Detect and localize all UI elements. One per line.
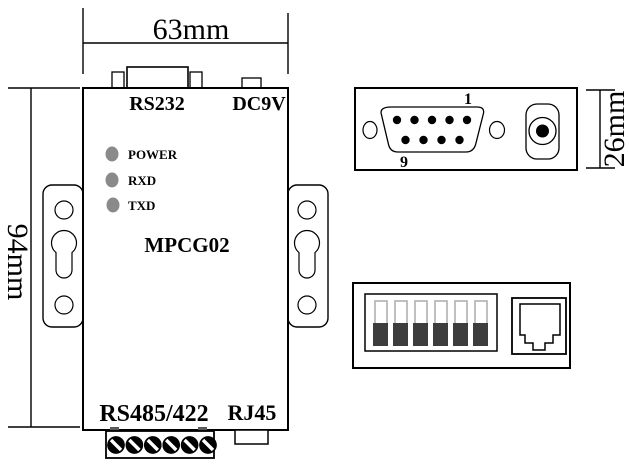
- dip-switch-handle: [453, 323, 468, 346]
- dip-switch-handle: [393, 323, 408, 346]
- db9-pin: [445, 115, 454, 125]
- panel-screw-hole: [362, 120, 378, 140]
- mounting-ear-left: [42, 184, 84, 328]
- db9-pin: [462, 115, 472, 125]
- db9-connector-topview: [111, 66, 203, 89]
- dimension-63mm: [82, 8, 289, 74]
- panel-db9-side-view: [354, 87, 578, 171]
- rs232-label: RS232: [129, 93, 185, 115]
- dip-switch-block: [364, 293, 498, 352]
- model-label: MPCG02: [144, 233, 229, 257]
- db9-pin: [455, 135, 464, 145]
- terminal-tab: [110, 427, 119, 433]
- dip-switch: [453, 300, 468, 346]
- power-jack: [525, 103, 560, 160]
- dimension-94mm: [8, 87, 80, 428]
- rj45-label: RJ45: [228, 400, 277, 425]
- panel-screw-hole: [488, 120, 506, 140]
- led-txd: [106, 197, 120, 213]
- rs485-label: RS485/422: [99, 401, 208, 427]
- db9-pin: [419, 135, 428, 145]
- db9-pin: [410, 115, 419, 125]
- led-power-label: POWER: [128, 147, 178, 162]
- db9-pins: [392, 115, 472, 145]
- keyhole-slot-icon: [293, 229, 321, 279]
- terminal-tab: [198, 427, 207, 433]
- led-rxd-label: RXD: [128, 173, 156, 188]
- dip-switch-handle: [373, 323, 388, 346]
- terminal-block: [105, 427, 217, 459]
- led-txd-label: TXD: [128, 198, 155, 213]
- dim-width-label: 63mm: [153, 13, 230, 46]
- rj45-opening-icon: [519, 303, 561, 351]
- status-leds: [105, 146, 120, 213]
- device-body: [82, 87, 289, 431]
- terminal-screws: [107, 436, 217, 454]
- dc9v-label: DC9V: [232, 93, 286, 115]
- db9-pin9-label: 9: [400, 154, 408, 171]
- keyhole-slot-icon: [50, 229, 78, 279]
- dip-switch-handle: [433, 323, 448, 346]
- dip-switch-handle: [413, 323, 428, 346]
- led-rxd: [105, 172, 119, 188]
- dim-height-label: 94mm: [1, 224, 34, 301]
- dim-depth-label: 26mm: [598, 91, 629, 168]
- dip-switch-handle: [473, 323, 488, 346]
- ear-hole-icon: [297, 200, 317, 220]
- dimension-26mm: [586, 89, 615, 169]
- screw-icon: [199, 436, 217, 454]
- panel-dip-rj45-side-view: [352, 282, 571, 369]
- dip-switch: [473, 300, 488, 346]
- screw-icon: [125, 436, 144, 454]
- screw-icon: [144, 436, 162, 454]
- dip-switch: [373, 300, 388, 346]
- ear-hole-icon: [54, 200, 74, 220]
- rj45-topview: [234, 429, 269, 445]
- screw-icon: [107, 436, 125, 454]
- db9-pin: [401, 135, 410, 145]
- dc-jack-topview: [241, 77, 262, 89]
- db9-pin1-label: 1: [464, 91, 472, 108]
- device-top-view: [42, 66, 329, 459]
- db9-pin: [392, 115, 402, 125]
- led-power: [105, 146, 119, 162]
- screw-icon: [162, 436, 180, 454]
- db9-pin: [427, 115, 437, 125]
- mounting-ear-right: [287, 184, 329, 328]
- rj45-jack-face: [511, 297, 567, 355]
- dip-switch: [413, 300, 428, 346]
- dip-switch: [393, 300, 408, 346]
- db9-pin: [437, 135, 446, 145]
- ear-hole-icon: [54, 295, 74, 315]
- db9-connector-face: [380, 106, 485, 153]
- dip-switches: [373, 300, 488, 346]
- ear-hole-icon: [297, 295, 317, 315]
- screw-icon: [180, 436, 199, 454]
- power-jack-pin: [536, 124, 549, 138]
- dip-switch: [433, 300, 448, 346]
